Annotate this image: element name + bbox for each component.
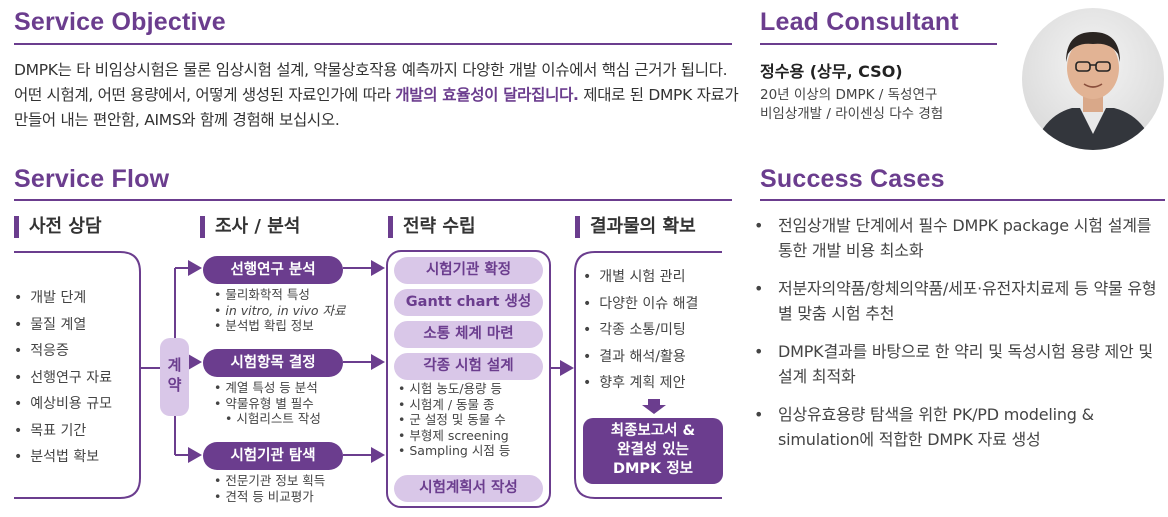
flow-title: Service Flow — [14, 165, 170, 193]
list-item: 물질 계열 — [14, 314, 112, 341]
strategy-design-subs: 시험 농도/용량 등 시험계 / 동물 종 군 설정 및 동물 수 부형제 sc… — [398, 381, 510, 459]
contract-badge: 계 약 — [160, 338, 189, 416]
strategy-protocol: 시험계획서 작성 — [394, 475, 543, 502]
objective-highlight: 개발의 효율성이 달라집니다. — [395, 86, 579, 104]
pre-consult-list: 개발 단계 물질 계열 적응증 선행연구 자료 예상비용 규모 목표 기간 분석… — [14, 287, 112, 473]
analysis-test-items-subs: 계열 특성 등 분석 약물유형 별 필수 시험리스트 작성 — [214, 380, 321, 427]
analysis-prior-research-subs: 물리화학적 특성 in vitro, in vivo 자료 분석법 확립 정보 — [214, 287, 346, 334]
objective-title: Service Objective — [14, 8, 226, 36]
sub-item: 군 설정 및 동물 수 — [398, 412, 510, 428]
strategy-gantt: Gantt chart 생성 — [394, 289, 543, 316]
list-item: 개별 시험 관리 — [583, 266, 698, 293]
consultant-line-1: 20년 이상의 DMPK / 독성연구 — [760, 87, 938, 103]
consultant-photo — [1022, 4, 1164, 154]
list-item: 전임상개발 단계에서 필수 DMPK package 시험 설계를 통한 개발 … — [752, 213, 1160, 263]
list-item: 다양한 이슈 해결 — [583, 293, 698, 320]
strategy-lab-confirm: 시험기관 확정 — [394, 257, 543, 284]
analysis-lab-search-subs: 전문기관 정보 획득 견적 등 비교평가 — [214, 473, 325, 504]
cases-list: 전임상개발 단계에서 필수 DMPK package 시험 설계를 통한 개발 … — [752, 213, 1160, 465]
sub-item: 시험계 / 동물 종 — [398, 397, 510, 413]
sub-item: in vitro, in vivo 자료 — [214, 303, 345, 319]
final-report-box: 최종보고서 & 완결성 있는 DMPK 정보 — [583, 418, 723, 484]
cases-title: Success Cases — [760, 165, 945, 193]
analysis-lab-search: 시험기관 탐색 — [203, 442, 343, 470]
objective-text-1: DMPK는 타 비임상시험은 물론 임상시험 설계, 약물상호작용 예측까지 다… — [14, 61, 728, 104]
list-item: 선행연구 자료 — [14, 367, 112, 394]
consultant-name: 정수용 (상무, CSO) — [760, 62, 903, 81]
strategy-communication: 소통 체계 마련 — [394, 321, 543, 348]
consultant-line-2: 비임상개발 / 라이센싱 다수 경험 — [760, 106, 944, 122]
flow-rule — [14, 199, 732, 201]
analysis-test-items: 시험항목 결정 — [203, 349, 343, 377]
sub-item: 전문기관 정보 획득 — [214, 473, 325, 489]
cases-rule — [760, 199, 1165, 201]
sub-item: 계열 특성 등 분석 — [214, 380, 321, 396]
sub-item: 부형제 screening — [398, 428, 510, 444]
sub-item: 분석법 확립 정보 — [214, 318, 346, 334]
consultant-title: Lead Consultant — [760, 8, 959, 36]
sub-item: 약물유형 별 필수 — [214, 396, 321, 412]
sub-item: Sampling 시점 등 — [398, 443, 510, 459]
sub-item: 시험리스트 작성 — [214, 411, 320, 427]
objective-rule — [14, 43, 732, 45]
list-item: 결과 해석/활용 — [583, 346, 698, 373]
stage-pre-consult: 사전 상담 — [14, 216, 102, 238]
list-item: 각종 소통/미팅 — [583, 319, 698, 346]
results-list: 개별 시험 관리 다양한 이슈 해결 각종 소통/미팅 결과 해석/활용 향후 … — [583, 266, 698, 399]
sub-item: 시험 농도/용량 등 — [398, 381, 510, 397]
sub-item: 물리화학적 특성 — [214, 287, 346, 303]
list-item: 목표 기간 — [14, 420, 112, 447]
list-item: 임상유효용량 탐색을 위한 PK/PD modeling & simulatio… — [752, 402, 1160, 452]
objective-text-2: 제대로 된 DMPK 자료가 만들어 내는 편안함, AIMS와 함께 경험해 … — [14, 86, 739, 129]
list-item: 예상비용 규모 — [14, 393, 112, 420]
list-item: 적응증 — [14, 340, 112, 367]
list-item: 개발 단계 — [14, 287, 112, 314]
analysis-prior-research: 선행연구 분석 — [203, 256, 343, 284]
consultant-rule — [760, 43, 997, 45]
list-item: 분석법 확보 — [14, 446, 112, 473]
list-item: DMPK결과를 바탕으로 한 약리 및 독성시험 용량 제안 및 설계 최적화 — [752, 339, 1160, 389]
stage-results: 결과물의 확보 — [575, 216, 696, 238]
sub-item: 견적 등 비교평가 — [214, 489, 325, 505]
objective-text: DMPK는 타 비임상시험은 물론 임상시험 설계, 약물상호작용 예측까지 다… — [14, 58, 739, 133]
strategy-test-design: 각종 시험 설계 — [394, 353, 543, 380]
stage-strategy: 전략 수립 — [388, 216, 476, 238]
list-item: 저분자의약품/항체의약품/세포·유전자치료제 등 약물 유형 별 맞춤 시험 추… — [752, 276, 1160, 326]
list-item: 향후 계획 제안 — [583, 372, 698, 399]
stage-analysis: 조사 / 분석 — [200, 216, 300, 238]
